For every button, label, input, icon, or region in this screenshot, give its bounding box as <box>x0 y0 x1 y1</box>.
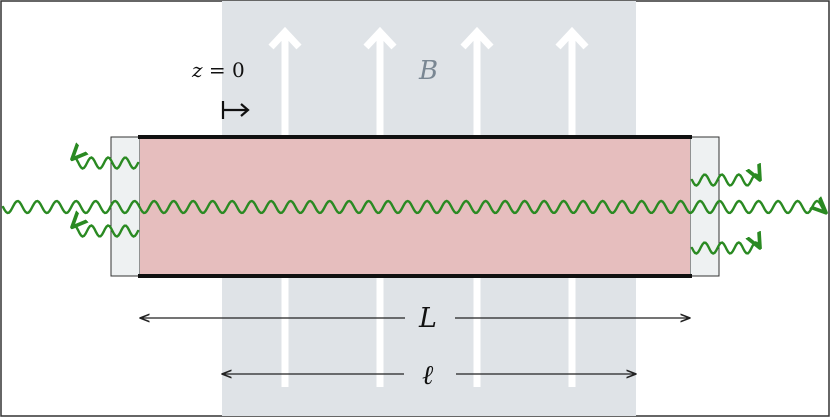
z-variable: z <box>192 58 203 82</box>
cavity-length-label: L <box>419 303 437 334</box>
wave-group <box>1 158 826 255</box>
z-value: = 0 <box>202 58 245 82</box>
maps-to-arrow-icon <box>221 101 250 119</box>
field-length-label: ℓ <box>422 360 434 391</box>
wave-main-beam <box>1 201 826 213</box>
wave-left-lower <box>72 226 140 238</box>
wave-right-upper <box>690 175 760 187</box>
wave-left-upper <box>72 158 140 170</box>
left-mirror <box>110 136 141 277</box>
wave-right-lower <box>690 243 760 255</box>
z-origin-label: z = 0 <box>192 60 245 80</box>
field-label: B <box>419 56 439 86</box>
